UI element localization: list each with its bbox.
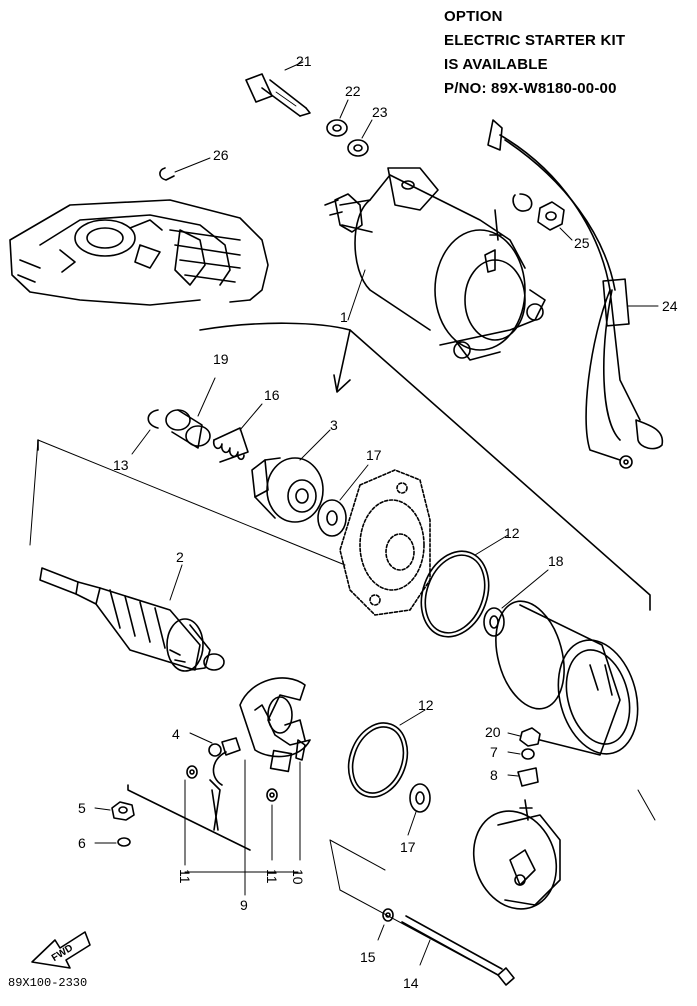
rear-cover (472, 799, 561, 910)
label-11-right: 11 (264, 869, 280, 884)
part-12-o-ring-lower (347, 709, 426, 798)
diagram-code: 89X100-2330 (8, 976, 88, 990)
fwd-arrow (31, 931, 91, 969)
part-2-armature (39, 564, 225, 672)
part-18-washer (483, 569, 549, 637)
label-13: 13 (113, 457, 129, 473)
label-20: 20 (485, 724, 501, 740)
label-16: 16 (264, 387, 280, 403)
part-5-nut (94, 801, 135, 821)
part-16-spring (212, 403, 263, 463)
label-3: 3 (330, 417, 338, 433)
label-4: 4 (172, 726, 180, 742)
part-3-pinion-gear (251, 429, 331, 523)
label-7: 7 (490, 744, 498, 760)
part-14-through-bolt (401, 915, 515, 986)
label-6: 6 (78, 835, 86, 851)
label-17-lower: 17 (400, 839, 416, 855)
part-17-washer-top (317, 464, 369, 537)
label-17-top: 17 (366, 447, 382, 463)
label-22: 22 (345, 83, 361, 99)
part-4-brush (189, 732, 241, 786)
part-1-starter-motor (324, 167, 546, 361)
label-2: 2 (176, 549, 184, 565)
part-number-labels: 21 22 23 26 25 24 1 19 16 3 13 17 12 18 … (50, 53, 678, 991)
engine-head (9, 199, 269, 306)
option-kit-note: OPTION ELECTRIC STARTER KIT IS AVAILABLE… (432, 6, 662, 102)
label-23: 23 (372, 104, 388, 120)
part-20-nut (507, 727, 541, 747)
label-14: 14 (403, 975, 419, 991)
brush-plate (239, 677, 311, 773)
label-1: 1 (340, 309, 348, 325)
option-availability: IS AVAILABLE (444, 56, 548, 73)
part-7-washer (507, 748, 535, 760)
label-26: 26 (213, 147, 229, 163)
part-25-nut (512, 193, 573, 241)
part-22-lock-washer (326, 99, 349, 137)
label-15: 15 (360, 949, 376, 965)
part-26-clip (159, 157, 211, 181)
label-9: 9 (240, 897, 248, 913)
part-11-washer-left (184, 765, 221, 866)
label-19: 19 (213, 351, 229, 367)
option-title: OPTION (444, 8, 503, 25)
part-10-terminal (295, 739, 306, 861)
label-12-top: 12 (504, 525, 520, 541)
part-8-grommet (507, 767, 539, 787)
yoke-housing (495, 600, 639, 756)
part-17-washer-lower (407, 783, 431, 836)
part-9-brush-holder-bracket (184, 759, 299, 896)
part-6-washer (94, 837, 131, 847)
exploded-view-bracket (29, 322, 656, 821)
label-5: 5 (78, 800, 86, 816)
part-21-bolt (245, 61, 311, 117)
part-12-o-ring-upper (420, 534, 509, 638)
label-24: 24 (662, 298, 678, 314)
label-21: 21 (296, 53, 312, 69)
part-23-washer (347, 119, 373, 157)
option-kit-name: ELECTRIC STARTER KIT (444, 32, 626, 49)
part-11-washer-right (266, 788, 278, 861)
part-15-washer (377, 908, 394, 941)
label-18: 18 (548, 553, 564, 569)
part-24-starter-cable (487, 119, 664, 469)
label-12-lower: 12 (418, 697, 434, 713)
part-19-sleeve (165, 377, 216, 449)
label-25: 25 (574, 235, 590, 251)
label-8: 8 (490, 767, 498, 783)
label-11-left: 11 (177, 869, 193, 884)
option-part-number: P/NO: 89X-W8180-00-00 (444, 80, 617, 97)
label-10: 10 (290, 869, 306, 885)
part-13-circlip (131, 409, 159, 455)
front-cover-housing (339, 469, 431, 616)
